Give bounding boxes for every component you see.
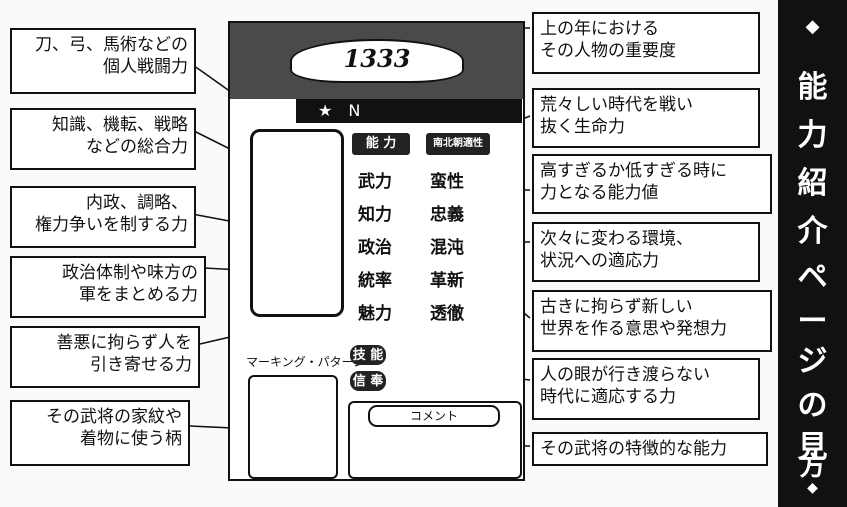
title-char: 方 [799, 452, 826, 482]
right-box-importance: 上の年における その人物の重要度 [532, 12, 760, 74]
stat-innovation: 革新 [430, 271, 464, 291]
stat-savagery: 蛮性 [430, 172, 464, 192]
title-char: の [797, 388, 828, 423]
title-char: ジ [797, 344, 828, 379]
left-box-intellect: 知識、機転、戦略 などの総合力 [10, 108, 196, 170]
year-banner: 1333 [290, 39, 464, 83]
left-box-command: 政治体制や味方の 軍をまとめる力 [10, 256, 206, 318]
title-diamond-top: ◆ [805, 16, 820, 37]
box-line: 政治体制や味方の [62, 263, 198, 283]
star-label: ★ N [318, 101, 361, 120]
stat-loyalty: 忠義 [430, 205, 464, 225]
box-line: 世界を作る意思や発想力 [540, 319, 727, 339]
right-box-loyalty: 高すぎるか低すぎる時に 力となる能力値 [532, 154, 772, 214]
box-line: 上の年における [540, 19, 659, 39]
box-line: 軍をまとめる力 [79, 285, 198, 305]
comment-box [348, 401, 522, 479]
title-char: ペ [797, 260, 828, 295]
title-diamond-bottom: ◆ [807, 480, 818, 496]
page-title-column: ◆ 能 力 紹 介 ペ ー ジ の 見 方 ◆ [778, 0, 847, 507]
box-line: 引き寄せる力 [90, 355, 192, 375]
right-box-insight: 人の眼が行き渡らない 時代に適応する力 [532, 358, 760, 420]
stat-politics: 政治 [358, 238, 392, 258]
box-line: 荒々しい時代を戦い [540, 95, 693, 115]
faith-tag: 信 奉 [350, 371, 386, 391]
left-box-combat: 刀、弓、馬術などの 個人戦闘力 [10, 28, 196, 94]
title-char: 能 [797, 70, 828, 105]
box-line: 個人戦闘力 [103, 57, 188, 77]
portrait-frame [250, 129, 344, 317]
ability-header: 能 力 [352, 133, 410, 155]
left-box-crest: その武将の家紋や 着物に使う柄 [10, 400, 190, 466]
box-line: 善悪に拘らず人を [56, 333, 192, 353]
status-card: 1333 ★ N 能 力 南北朝適性 武力 知力 政治 統率 魅力 蛮性 忠義 … [228, 21, 525, 481]
box-line: 古きに拘らず新しい [540, 297, 693, 317]
box-line: その武将の特徴的な能力 [540, 439, 727, 459]
box-line: 抜く生命力 [540, 117, 625, 137]
box-line: 着物に使う柄 [80, 429, 182, 449]
right-box-innovation: 古きに拘らず新しい 世界を作る意思や発想力 [532, 290, 772, 352]
era-aptitude-header: 南北朝適性 [426, 133, 490, 155]
box-line: などの総合力 [86, 137, 188, 157]
title-char: 見 [797, 430, 828, 465]
stat-intellect: 知力 [358, 205, 392, 225]
importance-bar: ★ N [296, 99, 522, 123]
box-line: 力となる能力値 [540, 183, 659, 203]
box-line: 状況への適応力 [540, 251, 659, 271]
box-line: その武将の家紋や [46, 407, 182, 427]
marking-pattern-box [248, 375, 338, 479]
box-line: 人の眼が行き渡らない [540, 365, 710, 385]
box-line: 権力争いを制する力 [35, 215, 188, 235]
right-box-chaos: 次々に変わる環境、 状況への適応力 [532, 222, 760, 282]
box-line: 高すぎるか低すぎる時に [540, 161, 727, 181]
left-box-politics: 内政、調略、 権力争いを制する力 [10, 186, 196, 248]
marking-pattern-label: マーキング・パターン [246, 355, 366, 369]
stat-martial: 武力 [358, 172, 392, 192]
title-char: 介 [797, 214, 828, 249]
title-char: 紹 [797, 166, 828, 201]
stat-insight: 透徹 [430, 304, 464, 324]
comment-label: コメント [368, 405, 500, 427]
title-char: 力 [797, 118, 828, 153]
stat-command: 統率 [358, 271, 392, 291]
right-box-skill: その武将の特徴的な能力 [532, 432, 768, 466]
left-box-charisma: 善悪に拘らず人を 引き寄せる力 [10, 326, 200, 388]
box-line: 内政、調略、 [86, 193, 188, 213]
box-line: その人物の重要度 [540, 41, 676, 61]
skill-tag: 技 能 [350, 345, 386, 365]
box-line: 時代に適応する力 [540, 387, 676, 407]
box-line: 刀、弓、馬術などの [35, 35, 188, 55]
right-box-savagery: 荒々しい時代を戦い 抜く生命力 [532, 88, 760, 148]
title-char: ー [797, 304, 828, 339]
box-line: 知識、機転、戦略 [52, 115, 188, 135]
stat-charisma: 魅力 [358, 304, 392, 324]
stat-chaos: 混沌 [430, 238, 464, 258]
box-line: 次々に変わる環境、 [540, 229, 693, 249]
